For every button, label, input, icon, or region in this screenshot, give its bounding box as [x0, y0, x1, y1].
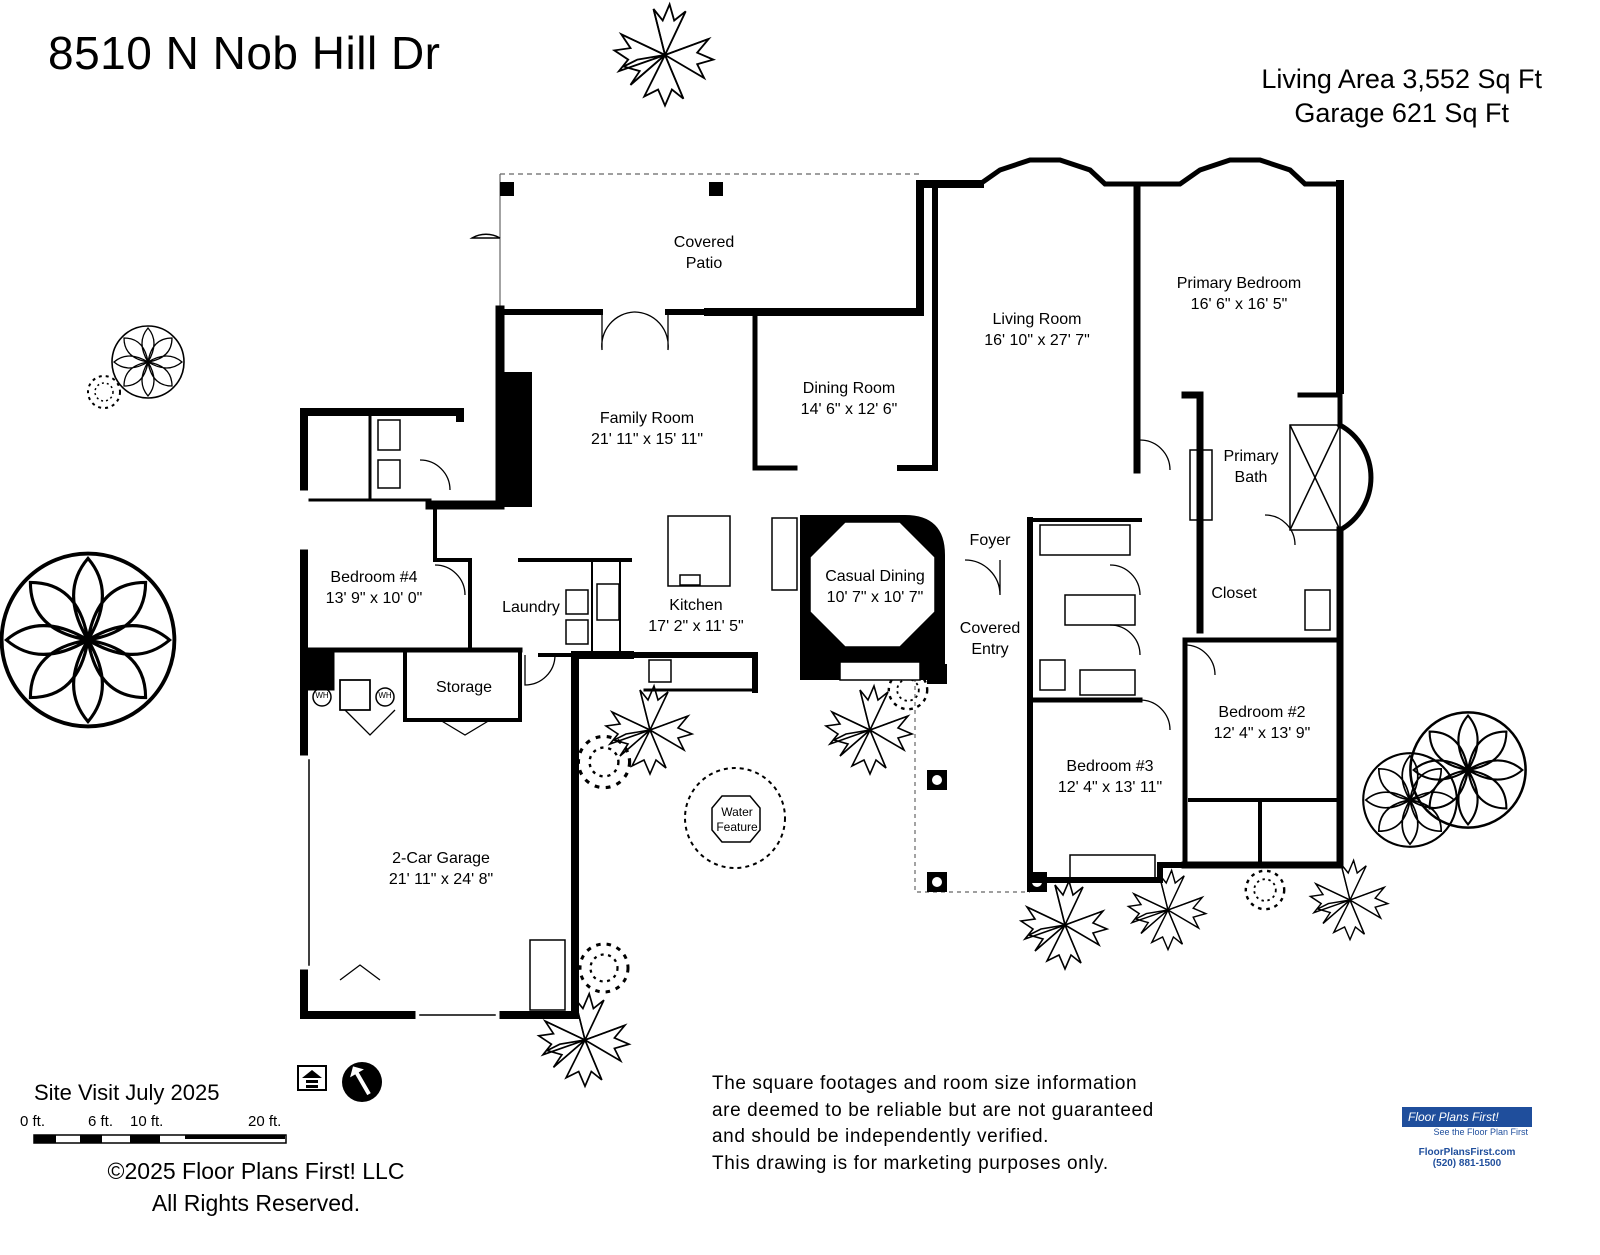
scale-label-10: 10 ft. — [130, 1113, 164, 1130]
equal-housing-icon — [297, 1065, 327, 1091]
site-visit-date: Site Visit July 2025 — [34, 1080, 220, 1105]
disclaimer: The square footages and room size inform… — [712, 1073, 1154, 1174]
doors — [339, 311, 1296, 981]
palm-tree-icon — [825, 685, 913, 775]
fixtures — [312, 419, 1341, 1011]
scale-label-6: 6 ft. — [88, 1113, 114, 1130]
room-family-room: Family Room 21' 11" x 15' 11" — [590, 410, 704, 448]
page-title: 8510 N Nob Hill Dr — [48, 27, 441, 79]
room-laundry: Laundry — [502, 599, 560, 616]
room-primary-bath: Primary Bath — [1223, 448, 1279, 486]
palm-tree-icon — [613, 3, 715, 107]
room-bedroom-4: Bedroom #4 13' 9" x 10' 0" — [325, 569, 423, 607]
room-primary-bedroom: Primary Bedroom 16' 6" x 16' 5" — [1176, 275, 1302, 313]
logo-brand: Floor Plans First! — [1402, 1107, 1532, 1127]
room-kitchen: Kitchen 17' 2" x 11' 5" — [648, 597, 744, 635]
room-dining-room: Dining Room 14' 6" x 12' 6" — [800, 380, 898, 418]
room-garage: 2-Car Garage 21' 11" x 24' 8" — [388, 850, 494, 888]
living-area-label: Living Area 3,552 Sq Ft — [1261, 64, 1542, 94]
round-tree-icon — [1409, 711, 1527, 829]
shrub-icon — [578, 942, 630, 994]
scale-label-20: 20 ft. — [248, 1113, 282, 1130]
area-summary: Living Area 3,552 Sq Ft Garage 621 Sq Ft — [1261, 62, 1542, 130]
shrub-icon — [576, 734, 632, 790]
room-water-feature: Water Feature — [716, 805, 758, 834]
room-casual-dining: Casual Dining 10' 7" x 10' 7" — [825, 568, 925, 606]
palm-tree-icon — [1020, 880, 1108, 970]
garage-area-label: Garage 621 Sq Ft — [1294, 98, 1509, 128]
copyright: ©2025 Floor Plans First! LLC All Rights … — [107, 1158, 405, 1216]
room-bedroom-3: Bedroom #3 12' 4" x 13' 11" — [1057, 758, 1163, 796]
water-heater-label: WH — [378, 691, 392, 700]
shrub-icon — [1244, 869, 1286, 911]
brand-logo: Floor Plans First! See the Floor Plan Fi… — [1402, 1107, 1532, 1169]
room-storage: Storage — [435, 679, 493, 696]
water-heater-label: WH — [315, 691, 329, 700]
logo-tagline: See the Floor Plan First — [1433, 1127, 1528, 1137]
room-closet: Closet — [1211, 585, 1257, 602]
shrub-icon — [87, 375, 121, 409]
room-living-room: Living Room 16' 10" x 27' 7" — [984, 311, 1090, 349]
water-feature — [684, 767, 786, 869]
room-covered-entry: Covered Entry — [959, 620, 1021, 658]
north-arrow-icon — [342, 1062, 382, 1102]
scale-bar — [33, 1134, 287, 1144]
casual-dining-walls — [800, 515, 945, 681]
logo-phone: (520) 881-1500 — [1432, 1158, 1502, 1169]
walls — [299, 157, 1374, 1020]
round-tree-icon — [111, 325, 185, 399]
palm-tree-icon — [1309, 859, 1389, 941]
room-foyer: Foyer — [969, 532, 1011, 549]
room-bedroom-2: Bedroom #2 12' 4" x 13' 9" — [1213, 704, 1311, 742]
logo-url: FloorPlansFirst.com — [1418, 1147, 1516, 1158]
scale-label-0: 0 ft. — [20, 1113, 46, 1130]
covered-patio-outline — [469, 173, 920, 310]
round-tree-icon — [0, 551, 177, 729]
palm-tree-icon — [537, 992, 630, 1088]
room-covered-patio: Covered Patio — [673, 234, 735, 272]
